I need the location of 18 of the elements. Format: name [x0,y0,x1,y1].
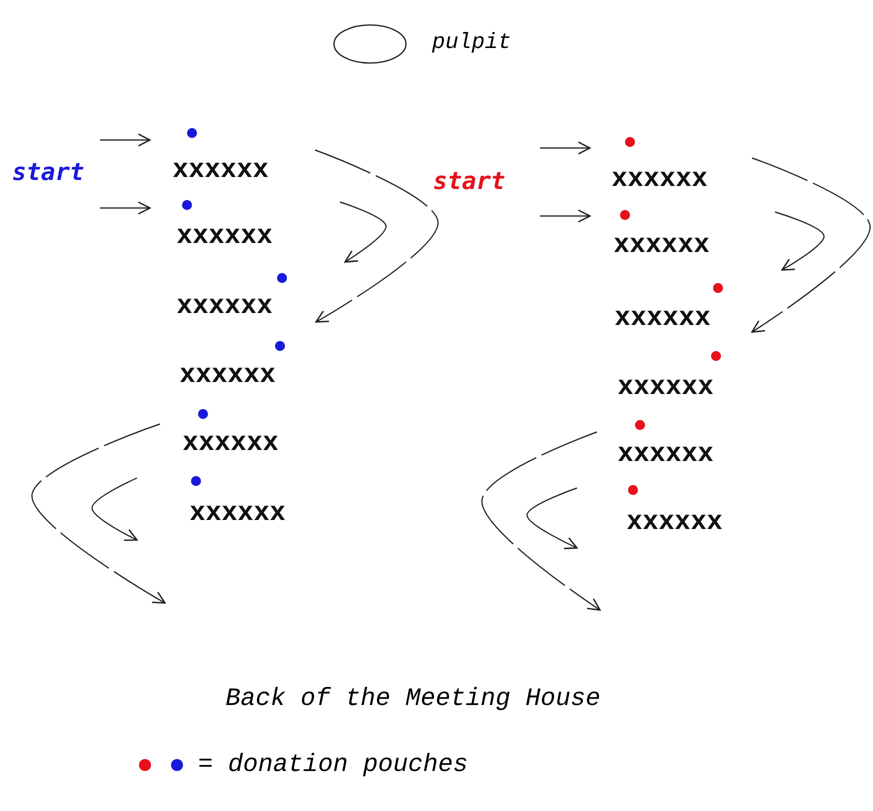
caption: Back of the Meeting House [224,686,602,711]
pew-row: xxxxxx [190,498,286,525]
pew-row: xxxxxx [615,303,712,330]
legend-text: = donation pouches [198,752,468,777]
pulpit-ellipse [333,24,407,64]
pew-row: xxxxxx [614,230,710,257]
pew-row: xxxxxx [180,360,276,387]
pulpit-label: pulpit [432,32,512,54]
start-label: start [433,169,506,193]
pew-row: xxxxxx [177,221,274,248]
pew-row: xxxxxx [627,507,724,534]
pew-row: xxxxxx [618,372,714,399]
pew-row: xxxxxx [618,439,714,466]
pew-row: xxxxxx [612,164,708,191]
pew-row: xxxxxx [177,291,274,318]
pew-row: xxxxxx [183,428,280,455]
pew-row: xxxxxx [173,155,270,182]
start-label: start [12,160,84,184]
